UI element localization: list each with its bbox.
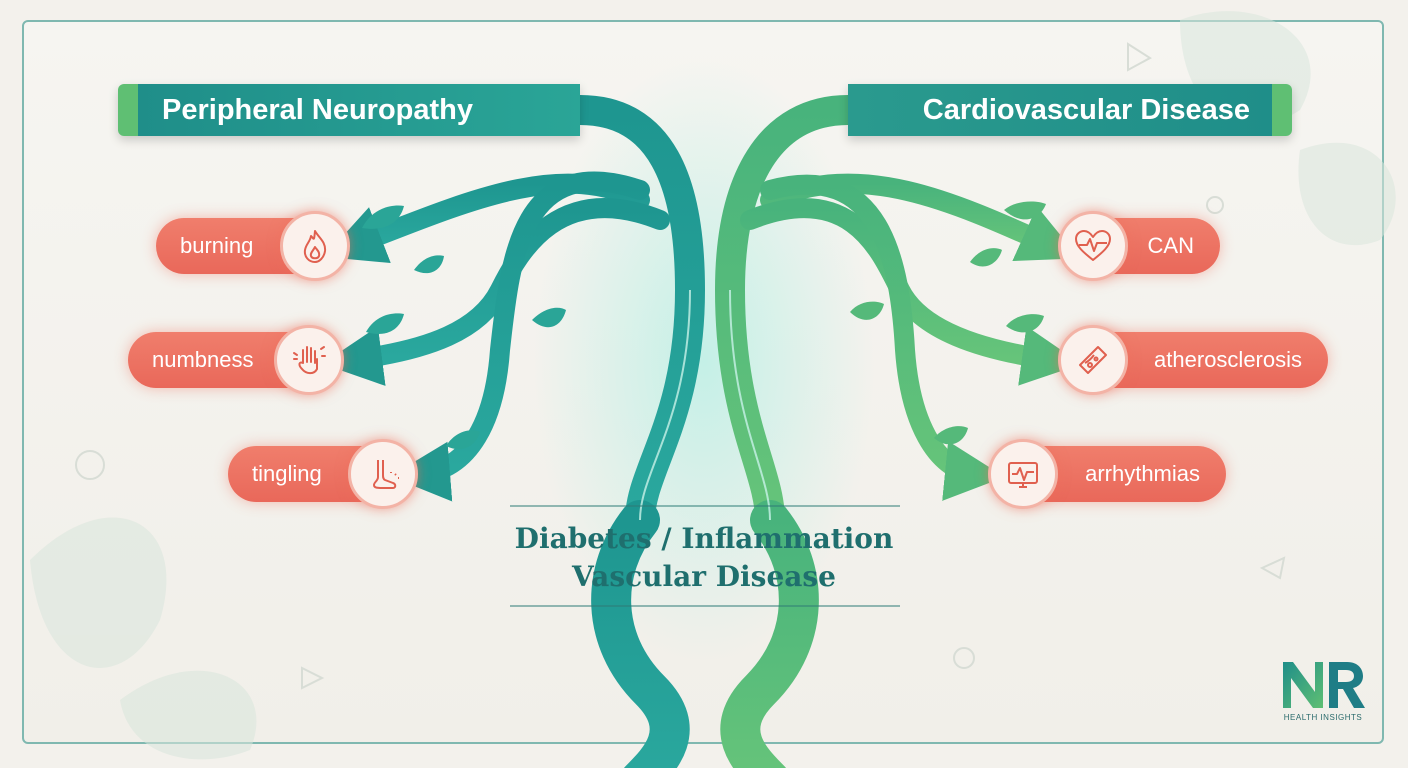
nr-logo-mark (1283, 662, 1365, 708)
ecg-monitor-icon (988, 439, 1058, 509)
center-title-line1: Diabetes / Inflammation (514, 522, 894, 555)
symptom-label: numbness (152, 347, 254, 372)
cardiovascular-disease-label: Cardiovascular Disease (922, 93, 1250, 126)
condition-label: arrhythmias (1085, 461, 1200, 486)
branch-leaves (362, 201, 1046, 450)
artery-icon (1058, 325, 1128, 395)
peripheral-neuropathy-label: Peripheral Neuropathy (162, 93, 474, 126)
hand-icon (274, 325, 344, 395)
symptom-tingling: tingling (228, 439, 418, 509)
heartbeat-icon (1058, 211, 1128, 281)
center-title-line2: Vascular Disease (572, 560, 836, 593)
condition-atherosclerosis: atherosclerosis (1058, 325, 1328, 395)
condition-label: CAN (1147, 233, 1194, 258)
symptom-numbness: numbness (128, 325, 344, 395)
center-title: Diabetes / Inflammation Vascular Disease (504, 520, 904, 596)
background-shapes (75, 42, 1286, 690)
condition-arrhythmias: arrhythmias (988, 439, 1226, 509)
flame-icon (280, 211, 350, 281)
symptom-label: burning (180, 233, 254, 258)
symptom-burning: burning (156, 211, 350, 281)
foot-icon (348, 439, 418, 509)
condition-label: atherosclerosis (1154, 347, 1302, 372)
symptom-label: tingling (252, 461, 322, 486)
trunk-highlight (639, 289, 771, 521)
condition-can: CAN (1058, 211, 1220, 281)
brand-logo: HEALTH INSIGHTS (1268, 656, 1378, 734)
peripheral-neuropathy-banner: Peripheral Neuropathy (118, 84, 580, 136)
cardiovascular-disease-banner: Cardiovascular Disease (848, 84, 1292, 136)
logo-subtitle: HEALTH INSIGHTS (1283, 713, 1363, 722)
